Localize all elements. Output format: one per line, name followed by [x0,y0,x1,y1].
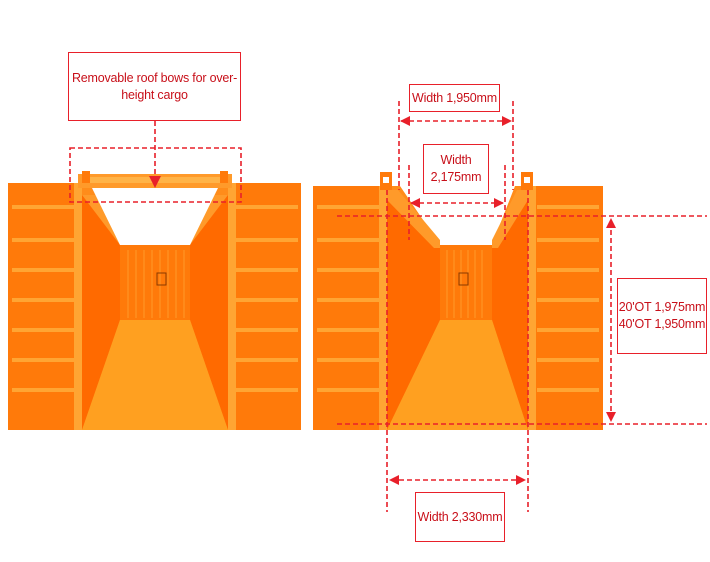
roof-bows-label: Removable roof bows for over- height car… [68,52,241,121]
left-side-panel-right [232,183,301,430]
right-door-latch-icon [458,272,469,286]
inner-width-arrow-left [410,198,420,208]
inner-width-label-line-2: 2,175mm [430,170,482,184]
left-interior-wall-right [190,195,228,430]
left-back-wall-ribs [127,250,185,318]
left-interior-wall-left [82,195,120,430]
right-casting-hole-left [383,177,389,183]
left-roof-opening [92,188,218,245]
height-label-line-2: 40'OT 1,950mm [618,317,706,331]
right-corner-post [228,183,236,430]
roof-bows-label-line-1: Removable roof bows for over- [71,70,238,85]
inner-width-arrow-right [494,198,504,208]
right-interior-floor [387,320,528,430]
annotation-arrowheads [149,116,616,485]
right-side-panel-left [313,186,383,430]
inner-width-label: Width 2,175mm [423,144,489,194]
roof-bows-arrowhead [149,176,161,188]
right-top-rail-right [492,190,528,248]
right-side-panel-right [533,186,603,430]
left-corner-casting-right [220,171,228,183]
left-corner-post [74,183,82,430]
right-interior-wall-right [492,195,528,430]
right-open-top [387,170,528,245]
left-panel-stripes [12,205,298,392]
height-label-line-1: 20'OT 1,975mm [618,300,706,315]
bottom-width-arrow-right [516,475,526,485]
right-corner-post-right [528,186,536,430]
left-door-latch-icon [156,272,167,286]
height-arrow-bottom [606,412,616,422]
right-top-rail-left [387,190,440,248]
annotation-lines [69,101,707,512]
left-side-panel-left [8,183,78,430]
right-interior-back-wall [440,245,492,320]
left-interior-floor [82,320,228,430]
right-panel-stripes [317,205,599,392]
right-corner-post-left [379,186,387,430]
top-width-label: Width 1,950mm [409,84,500,112]
height-label: 20'OT 1,975mm 40'OT 1,950mm [617,278,707,354]
left-container [8,171,301,430]
bottom-width-label-text: Width 2,330mm [417,509,503,524]
top-width-label-text: Width 1,950mm [412,90,497,105]
inner-width-label-line-1: Width [440,153,472,168]
bottom-width-label: Width 2,330mm [415,492,505,542]
roof-bows-label-line-2: height cargo [121,87,188,102]
right-casting-hole-right [524,177,530,183]
bottom-width-arrow-left [389,475,399,485]
right-container [313,170,603,430]
left-corner-casting-left [82,171,90,183]
top-width-arrow-left [400,116,410,126]
right-interior-wall-left [387,195,440,430]
left-interior-back-wall [120,245,190,320]
height-arrow-top [606,218,616,228]
top-width-arrow-right [502,116,512,126]
